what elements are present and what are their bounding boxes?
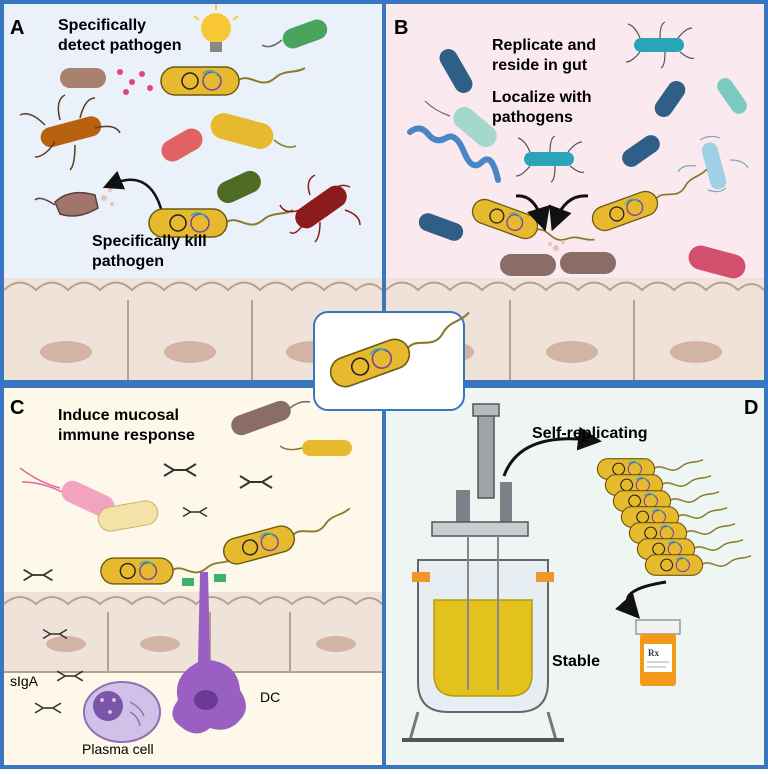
bacterium-yellow-c [279, 440, 352, 456]
bacterium-cream-c [97, 500, 159, 532]
bacterium-mint [424, 100, 497, 147]
panel-b-localize-line2: pathogens [492, 109, 573, 126]
stable-arrow [615, 580, 667, 619]
bacterium-darkred [279, 174, 361, 243]
pathogen-lysed [34, 188, 114, 217]
plasma-cell [83, 681, 161, 743]
bacterium-orange [19, 94, 121, 171]
pathogen-pair-b [500, 240, 616, 276]
panel-a-kill-line2: pathogen [92, 253, 164, 270]
bacterium-brown-small [60, 68, 106, 88]
panel-c: C Induce mucosal immune response sIgA Pl… [0, 384, 386, 769]
bottle-rx: Rx [648, 648, 659, 658]
bacterium-olive [217, 170, 261, 204]
spirochete [407, 125, 501, 183]
panel-b-replicate-line2: reside in gut [492, 57, 588, 74]
b-arrow-2 [549, 194, 589, 232]
bacterium-teal-2 [515, 135, 585, 183]
bacterium-teal-light [717, 78, 747, 114]
bacterium-lightblue [677, 135, 749, 193]
panel-c-induce-line2: immune response [58, 427, 195, 444]
bacterium-pink [688, 245, 746, 279]
bacterium-blue-4 [418, 213, 464, 241]
bacterium-yellow [210, 113, 297, 149]
panel-b-letter: B [394, 17, 408, 39]
bacterium-blue-3 [622, 135, 660, 167]
panel-d-letter: D [744, 397, 758, 419]
epithelium-a [3, 278, 383, 380]
panel-b-localize-line1: Localize with [492, 89, 592, 106]
panel-c-letter: C [10, 397, 24, 419]
self-replicate-arrow [502, 426, 602, 477]
panel-c-siga: sIgA [10, 673, 39, 689]
b-arrow-1 [515, 194, 550, 232]
panel-d: Rx D Self-replicating Stable [382, 384, 768, 769]
panel-c-dc-label: DC [260, 689, 280, 705]
dendritic-cell [172, 572, 246, 734]
pill-bottle-icon: Rx [635, 619, 681, 686]
panel-c-induce-line1: Induce mucosal [58, 407, 179, 424]
panel-a-kill-line1: Specifically kill [92, 233, 207, 250]
bioreactor-icon [402, 403, 564, 742]
panel-b-replicate-line1: Replicate and [492, 37, 596, 54]
panel-d-stable: Stable [552, 653, 600, 670]
panel-a-detect-line1: Specifically [58, 17, 146, 34]
bacterium-blue-1 [439, 49, 473, 93]
bacterium-brown-c [231, 400, 311, 436]
panel-a-detect-line2: detect pathogen [58, 37, 182, 54]
epithelium-c [3, 592, 383, 673]
bacterium-teal-1 [625, 21, 695, 69]
panel-c-plasma-label: Plasma cell [82, 741, 154, 757]
kill-arrow [102, 170, 164, 213]
bacterium-green [261, 19, 328, 49]
signal-molecules [117, 69, 153, 95]
bacterium-red [161, 128, 203, 162]
panel-a: A Specifically detect pathogen Specifica… [0, 0, 386, 384]
panel-d-self-replicating: Self-replicating [532, 425, 648, 442]
bacterium-pink-c [19, 467, 115, 518]
center-inset [313, 310, 480, 411]
lightbulb-icon [193, 4, 239, 52]
panel-a-letter: A [10, 17, 24, 39]
bacterium-blue-2 [654, 80, 686, 118]
